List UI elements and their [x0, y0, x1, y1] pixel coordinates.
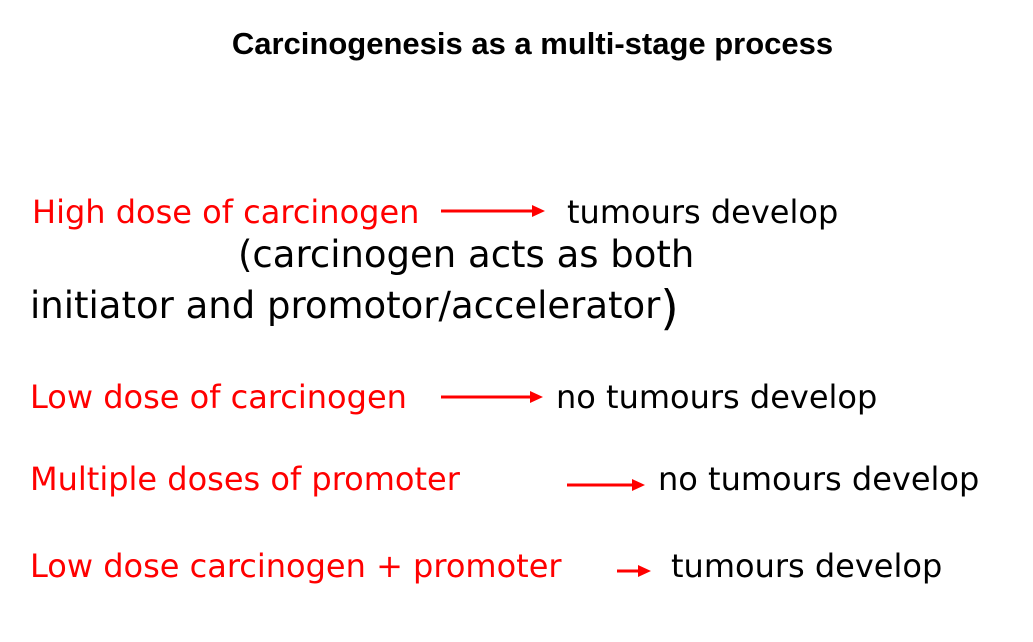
note-line-2-text: initiator and promotor/accelerator — [30, 284, 661, 327]
note-line-2-closing-paren: ) — [660, 281, 679, 336]
row-result-no-tumours-develop: no tumours develop — [658, 460, 980, 498]
note-line-2: initiator and promotor/accelerator) — [30, 284, 679, 332]
right-arrow-icon — [617, 565, 651, 577]
row-label-multiple-doses-promoter: Multiple doses of promoter — [30, 460, 460, 498]
row-result-no-tumours-develop: no tumours develop — [556, 378, 878, 416]
right-arrow-icon — [441, 391, 543, 403]
row-label-low-dose-carcinogen: Low dose of carcinogen — [30, 378, 407, 416]
row-label-low-dose-carcinogen-plus-promoter: Low dose carcinogen + promoter — [30, 547, 562, 585]
row-result-tumours-develop: tumours develop — [671, 547, 943, 585]
slide-title: Carcinogenesis as a multi-stage process — [231, 26, 834, 61]
note-line-1: (carcinogen acts as both — [238, 233, 695, 276]
right-arrow-icon — [441, 205, 545, 217]
row-label-high-dose-carcinogen: High dose of carcinogen — [32, 193, 420, 231]
right-arrow-icon — [567, 479, 645, 491]
row-result-tumours-develop: tumours develop — [567, 193, 839, 231]
